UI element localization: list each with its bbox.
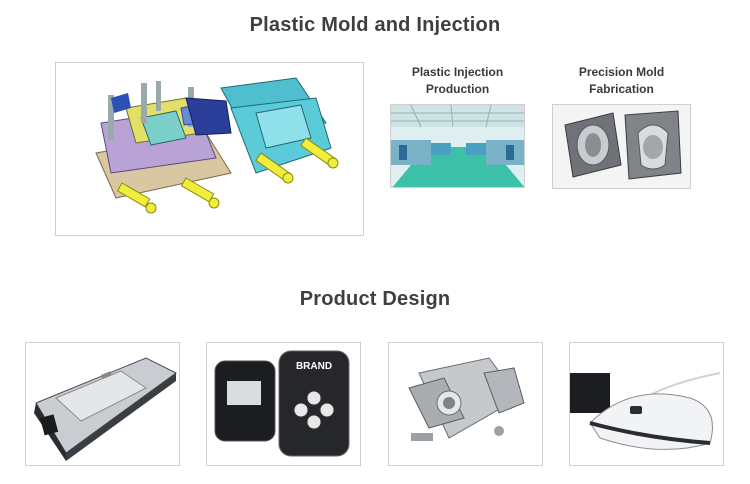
card-label-mold-fabrication: Precision Mold Fabrication xyxy=(552,64,691,98)
factory-floor-image xyxy=(391,105,524,187)
mold-parts-image xyxy=(553,105,690,188)
product-photo-handheld-device xyxy=(25,342,180,466)
section-title-product-design: Product Design xyxy=(299,288,451,310)
card-label-line2: Fabrication xyxy=(589,82,654,96)
key-fobs-image: BRAND xyxy=(207,343,360,465)
product-photo-key-fobs: BRAND xyxy=(206,342,361,466)
section-title-mold-injection: Plastic Mold and Injection xyxy=(249,14,501,36)
mold-cad-illustration xyxy=(55,62,364,236)
metal-housing-image xyxy=(389,343,542,465)
handheld-device-image xyxy=(26,343,179,465)
mouse-device-image xyxy=(570,343,723,465)
card-label-line1: Plastic Injection xyxy=(411,65,504,79)
mold-parts-photo xyxy=(552,104,691,189)
brand-label: BRAND xyxy=(296,361,332,372)
product-photo-metal-housing xyxy=(388,342,543,466)
card-label-injection-production: Plastic Injection Production xyxy=(390,64,525,98)
factory-floor-photo xyxy=(390,104,525,188)
card-label-line2: Production xyxy=(425,82,490,96)
product-photo-mouse-device xyxy=(569,342,724,466)
mold-assembly-image xyxy=(95,77,339,214)
card-label-line1: Precision Mold xyxy=(578,65,665,79)
